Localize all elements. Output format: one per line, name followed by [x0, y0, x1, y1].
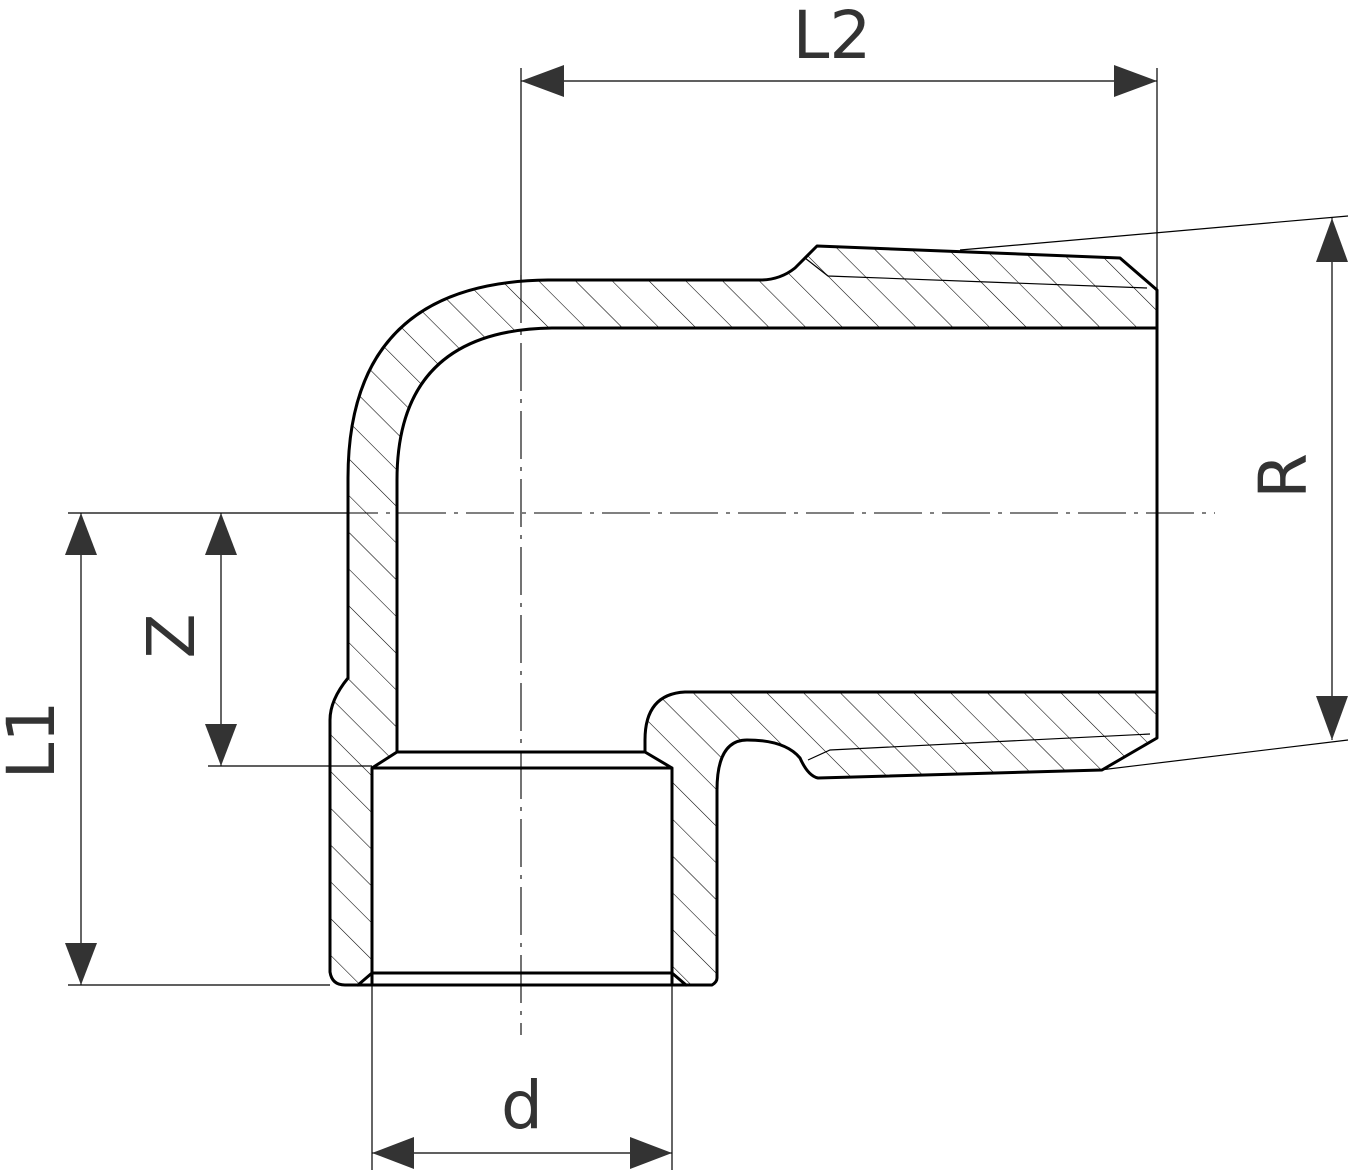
fitting-outer-contour	[346, 244, 1159, 680]
dimension-l2: L2	[521, 0, 1157, 97]
ext-line-r-top	[959, 215, 1349, 251]
fitting-bore-lower	[643, 690, 1159, 754]
dimension-l1: L1	[0, 513, 97, 985]
dimension-label-r: R	[1245, 453, 1322, 499]
dimension-z: Z	[133, 513, 237, 766]
fitting-outer-contour-lower	[328, 676, 1159, 987]
dimension-d: d	[372, 1067, 672, 1169]
ext-line-r-bottom	[1099, 739, 1349, 771]
dimension-label-z: Z	[133, 613, 210, 658]
female-thread-socket	[370, 750, 674, 987]
dimension-label-l1: L1	[0, 701, 70, 780]
male-thread-root-lower	[807, 733, 1151, 761]
socket-chamfer-right	[670, 971, 688, 987]
dimension-label-d: d	[501, 1067, 543, 1144]
male-thread-root-upper	[804, 257, 1148, 289]
fitting-wall-section	[330, 246, 1157, 985]
dimension-r: R	[1245, 218, 1348, 740]
socket-chamfer-left	[356, 971, 374, 987]
dimension-label-l2: L2	[793, 0, 872, 74]
fitting-bore-contour	[395, 326, 1159, 754]
